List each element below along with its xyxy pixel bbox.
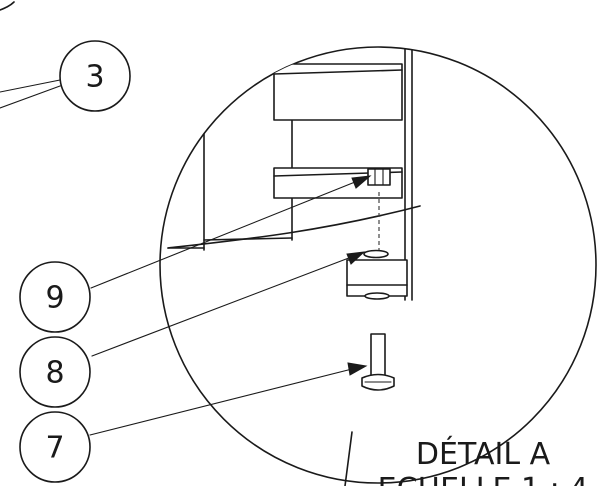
balloon-7: 7 — [19, 411, 91, 483]
detail-circle — [159, 46, 597, 484]
detail-title: DÉTAIL A — [416, 436, 551, 472]
detail-scale: ECHELLE 1 : 4 — [378, 472, 589, 486]
detail-view-geometry — [167, 47, 421, 391]
balloon-9-leader — [90, 175, 372, 289]
detail-label-leader — [344, 431, 353, 486]
balloon-7-leader — [89, 362, 368, 436]
balloon-8-number: 8 — [45, 356, 64, 391]
balloon-8: 8 — [19, 336, 91, 408]
balloon-3-number: 3 — [85, 60, 104, 95]
balloon-8-leader — [91, 251, 366, 357]
balloon-3-leader-lower — [0, 85, 61, 109]
balloon-9-number: 9 — [45, 281, 64, 316]
balloon-9: 9 — [19, 261, 91, 333]
balloon-3-leader-upper — [0, 79, 61, 93]
partial-view-fragment — [0, 1, 15, 11]
balloon-3: 3 — [59, 40, 131, 112]
balloon-7-number: 7 — [45, 431, 64, 466]
